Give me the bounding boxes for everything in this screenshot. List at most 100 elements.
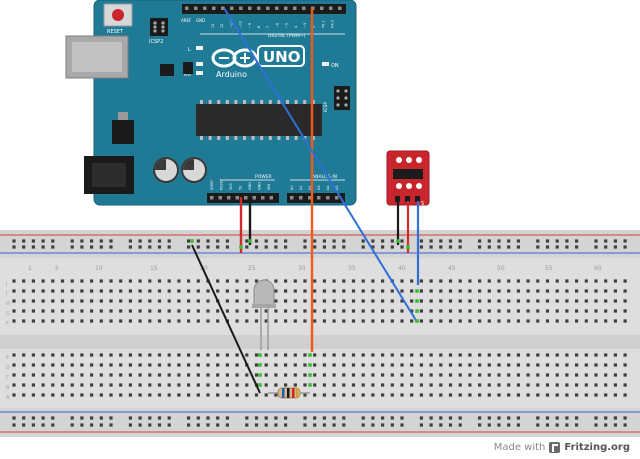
l-led-label: L: [188, 47, 191, 53]
hole: [206, 383, 210, 387]
header-pin: [230, 6, 234, 10]
hole: [594, 309, 598, 313]
hole: [604, 383, 608, 387]
hole: [128, 299, 132, 303]
hole: [167, 423, 171, 427]
hole: [303, 319, 307, 323]
hole: [419, 383, 423, 387]
hole: [371, 299, 375, 303]
hole: [439, 373, 443, 377]
hole: [284, 373, 288, 377]
power-pin-label: VIN: [267, 184, 271, 190]
chip-leg: [311, 136, 315, 140]
chip-leg: [286, 136, 289, 140]
hole: [245, 383, 249, 387]
hole: [439, 319, 443, 323]
hole: [274, 309, 278, 313]
hole: [157, 239, 162, 243]
hole: [342, 239, 346, 243]
row-letter: B: [6, 385, 10, 391]
hole: [119, 299, 123, 303]
hole: [468, 373, 472, 377]
hole: [196, 289, 200, 293]
hole: [419, 423, 423, 427]
chip-leg: [208, 136, 212, 140]
hole: [51, 319, 55, 323]
hole: [536, 309, 540, 313]
hole: [613, 393, 617, 397]
digital-pin-label: 2: [312, 26, 316, 28]
hole: [536, 363, 540, 367]
hole: [187, 239, 191, 243]
hole: [497, 279, 501, 283]
header-pin: [293, 6, 297, 10]
hole: [128, 393, 132, 397]
hole: [468, 383, 472, 387]
hole: [274, 353, 278, 357]
hole: [177, 353, 181, 357]
hole: [400, 393, 404, 397]
hole: [225, 289, 229, 293]
fritzing-org-label: Fritzing.org: [564, 442, 630, 453]
hole: [555, 319, 559, 323]
hole: [167, 383, 171, 387]
hole: [613, 245, 617, 249]
hole: [478, 423, 482, 427]
hole: [613, 353, 617, 357]
hole: [128, 309, 132, 313]
hole: [187, 393, 191, 397]
hole: [371, 393, 375, 397]
hole: [545, 393, 550, 397]
hole: [390, 393, 394, 397]
hole: [371, 239, 375, 243]
hole: [584, 373, 588, 377]
hole: [109, 299, 113, 303]
hole: [41, 353, 45, 357]
hole: [429, 373, 433, 377]
hole: [613, 383, 617, 387]
hole: [351, 373, 356, 377]
reset-button-cap[interactable]: [112, 9, 124, 21]
header-pin: [335, 196, 339, 200]
hole: [41, 363, 45, 367]
hole: [623, 299, 627, 303]
hole: [196, 279, 200, 283]
hole: [22, 416, 26, 420]
hole: [419, 309, 423, 313]
hole: [128, 319, 132, 323]
hole: [99, 289, 103, 293]
hole: [22, 363, 26, 367]
hole: [245, 279, 249, 283]
hole: [613, 373, 617, 377]
hole: [448, 309, 453, 313]
hole-connected: [258, 353, 262, 357]
hole: [613, 309, 617, 313]
power-header: [207, 193, 279, 203]
hole: [206, 309, 210, 313]
hole: [196, 423, 200, 427]
hole: [22, 309, 26, 313]
hole: [429, 279, 433, 283]
header-pin: [221, 6, 225, 10]
hole: [225, 373, 229, 377]
hole: [51, 309, 55, 313]
hole: [565, 393, 569, 397]
hole: [604, 319, 608, 323]
hole: [99, 299, 103, 303]
hole: [400, 309, 404, 313]
hole: [468, 353, 472, 357]
hole: [109, 239, 113, 243]
hole: [400, 353, 404, 357]
fritzing-logo-icon: [549, 442, 561, 453]
hole: [284, 383, 288, 387]
hole: [448, 289, 453, 293]
hole: [254, 393, 259, 397]
sensor-module: S: [386, 150, 430, 207]
hole: [565, 416, 569, 420]
hole: [332, 245, 336, 249]
row-letter: I: [6, 291, 7, 297]
hole: [206, 423, 210, 427]
fritzing-watermark: Made with Fritzing.org: [494, 442, 630, 453]
hole: [458, 309, 462, 313]
hole: [410, 319, 414, 323]
